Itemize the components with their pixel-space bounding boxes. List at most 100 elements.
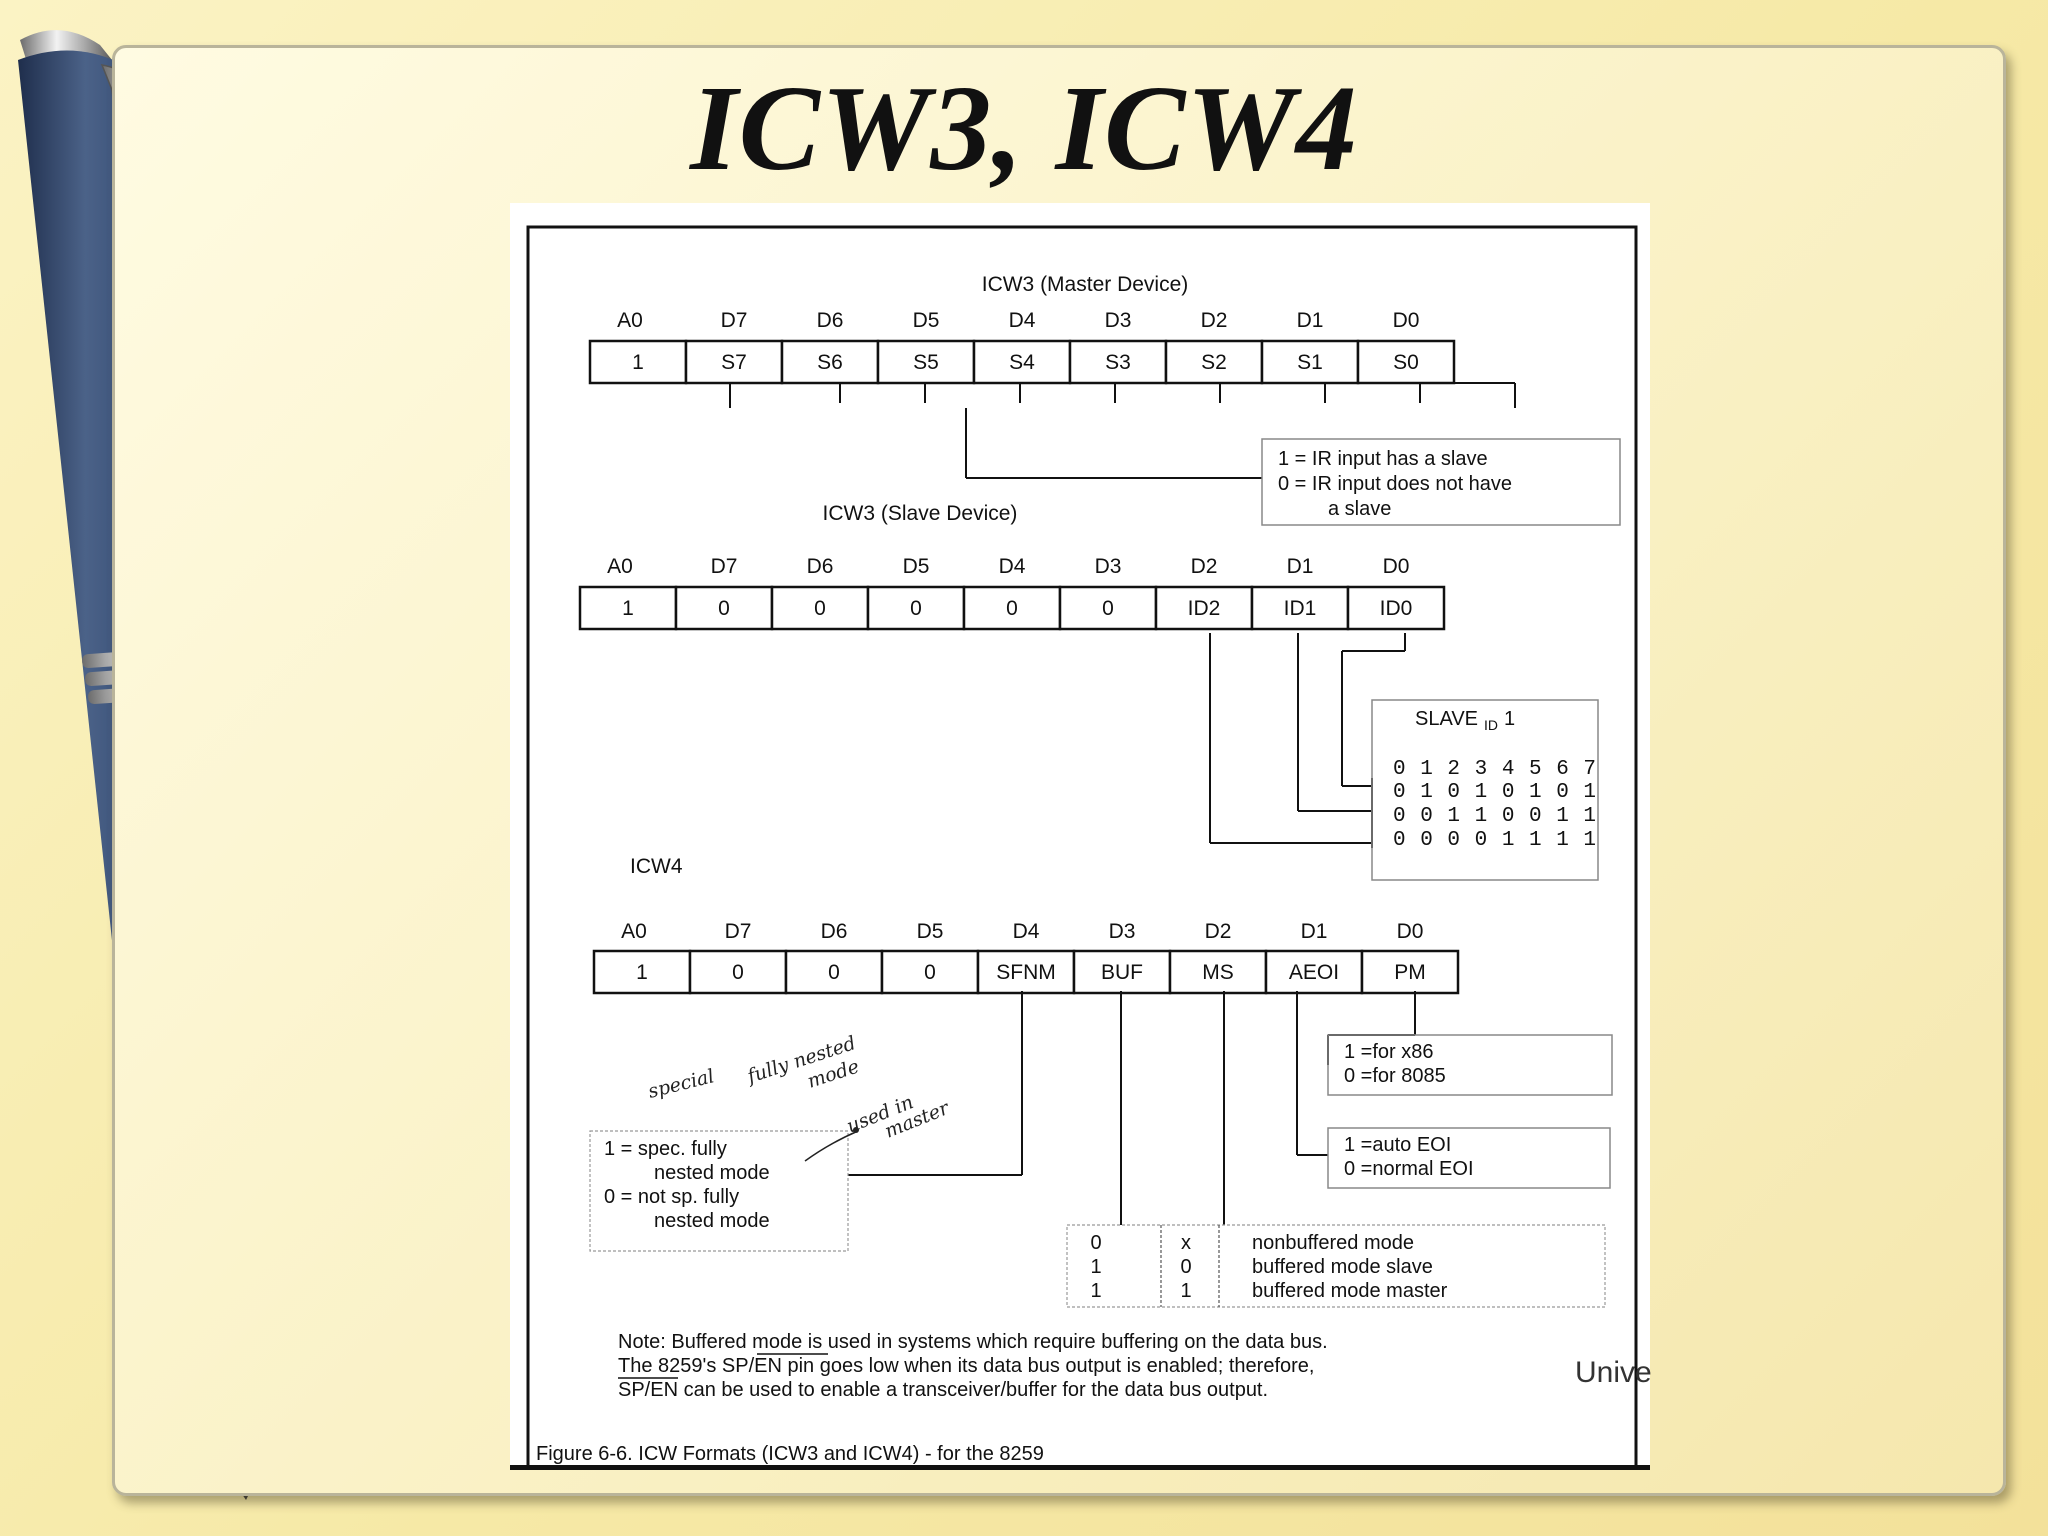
s-bit-cell (1058, 585, 1158, 631)
buffer-mode-desc: nonbuffered mode (1252, 1232, 1414, 1254)
s-bit-header: A0 (607, 555, 633, 578)
note-line: The 8259's SP/EN pin goes low when its d… (618, 1355, 1314, 1377)
sfnm-legend-line: 1 = spec. fully (604, 1138, 727, 1160)
i-bit-header: D0 (1397, 920, 1424, 943)
aeoi-lines (1296, 991, 1328, 1156)
m-bit-value: S0 (1393, 351, 1419, 374)
m-bit-value: S6 (817, 351, 843, 374)
i-bit-cell (784, 949, 884, 995)
m-bit-header: D7 (721, 309, 748, 332)
m-bit-header: D1 (1297, 309, 1324, 332)
figure-frame (526, 225, 1638, 1465)
m-bit-cell (1068, 339, 1168, 385)
s-bit-cell (962, 585, 1062, 631)
m-bit-value: S7 (721, 351, 747, 374)
i-bit-value: 1 (636, 961, 648, 984)
i-bit-cell (1360, 949, 1460, 995)
icw4-title: ICW4 (630, 855, 683, 878)
s-bit-header: D3 (1095, 555, 1122, 578)
s-bit-value: 0 (814, 597, 826, 620)
m-bit-header: D4 (1009, 309, 1036, 332)
sfnm-legend-box (589, 1130, 849, 1252)
aeoi-legend-line: 0 =normal EOI (1344, 1158, 1474, 1180)
s-bit-cell (578, 585, 678, 631)
master-legend-line: 1 = IR input has a slave (1278, 448, 1488, 470)
i-bit-value: PM (1394, 961, 1426, 984)
buffer-mode-desc: buffered mode slave (1252, 1256, 1433, 1278)
m-bit-value: S4 (1009, 351, 1035, 374)
s-bit-value: 0 (1102, 597, 1114, 620)
m-bit-cell (972, 339, 1072, 385)
m-bit-cell (1260, 339, 1360, 385)
m-bit-value: S5 (913, 351, 939, 374)
i-bit-header: A0 (621, 920, 647, 943)
s-bit-header: D2 (1191, 555, 1218, 578)
s-bit-header: D4 (999, 555, 1026, 578)
buf-value: 1 (1090, 1280, 1101, 1302)
i-bit-cell (880, 949, 980, 995)
m-bit-cell (876, 339, 976, 385)
m-bit-header: D6 (817, 309, 844, 332)
slave-id-row: 0 1 0 1 0 1 0 1 (1393, 781, 1597, 804)
i-bit-value: 0 (732, 961, 744, 984)
i-bit-value: BUF (1101, 961, 1143, 984)
i-bit-header: D5 (917, 920, 944, 943)
m-bit-value: S2 (1201, 351, 1227, 374)
ms-value: 0 (1180, 1256, 1191, 1278)
s-bit-value: 0 (910, 597, 922, 620)
slave-title: ICW3 (Slave Device) (823, 502, 1018, 525)
slave-id-row: 0 1 2 3 4 5 6 7 (1393, 758, 1597, 781)
m-bit-header: D0 (1393, 309, 1420, 332)
i-bit-value: SFNM (996, 961, 1056, 984)
m-bit-cell (1356, 339, 1456, 385)
i-bit-value: AEOI (1289, 961, 1339, 984)
s-bit-header: D5 (903, 555, 930, 578)
pm-legend-line: 1 =for x86 (1344, 1041, 1434, 1063)
i-bit-cell (1264, 949, 1364, 995)
ms-value: 1 (1180, 1280, 1191, 1302)
s-bit-cell (1346, 585, 1446, 631)
s-bit-value: 1 (622, 597, 634, 620)
master-bracket-lines (729, 382, 1516, 479)
m-bit-header: D5 (913, 309, 940, 332)
slide-title: ICW3, ICW4 (690, 61, 1358, 196)
s-bit-cell (866, 585, 966, 631)
buffer-mode-desc: buffered mode master (1252, 1280, 1448, 1302)
m-bit-cell (780, 339, 880, 385)
footer-text: Unive (1575, 1356, 1652, 1389)
master-title: ICW3 (Master Device) (982, 273, 1189, 296)
s-bit-header: D7 (711, 555, 738, 578)
sfnm-legend-line: 0 = not sp. fully (604, 1186, 739, 1208)
sfnm-legend-line: nested mode (654, 1210, 770, 1232)
m-bit-header: D3 (1105, 309, 1132, 332)
i-bit-header: D6 (821, 920, 848, 943)
figure-caption: Figure 6-6. ICW Formats (ICW3 and ICW4) … (536, 1443, 1044, 1465)
s-bit-cell (674, 585, 774, 631)
s-bit-value: ID1 (1284, 597, 1317, 620)
i-bit-value: 0 (828, 961, 840, 984)
buf-ms-lines (1120, 991, 1225, 1225)
i-bit-header: D4 (1013, 920, 1040, 943)
s-bit-header: D0 (1383, 555, 1410, 578)
buf-value: 1 (1090, 1256, 1101, 1278)
handwritten-note: special (646, 1065, 717, 1103)
master-legend-box (1261, 438, 1621, 526)
slave-id-lines (1209, 633, 1406, 848)
m-bit-header: D2 (1201, 309, 1228, 332)
slave-id-subscript: ID (1484, 717, 1498, 733)
i-bit-header: D2 (1205, 920, 1232, 943)
pm-legend-box (1327, 1034, 1613, 1096)
m-bit-value: S3 (1105, 351, 1131, 374)
s-bit-value: 0 (718, 597, 730, 620)
master-legend-line: a slave (1328, 498, 1391, 520)
i-bit-value: MS (1202, 961, 1234, 984)
i-bit-cell (688, 949, 788, 995)
note-line: Note: Buffered mode is used in systems w… (618, 1331, 1328, 1353)
i-bit-header: D7 (725, 920, 752, 943)
s-bit-value: ID0 (1380, 597, 1413, 620)
m-bit-value: S1 (1297, 351, 1323, 374)
master-legend-line: 0 = IR input does not have (1278, 473, 1512, 495)
